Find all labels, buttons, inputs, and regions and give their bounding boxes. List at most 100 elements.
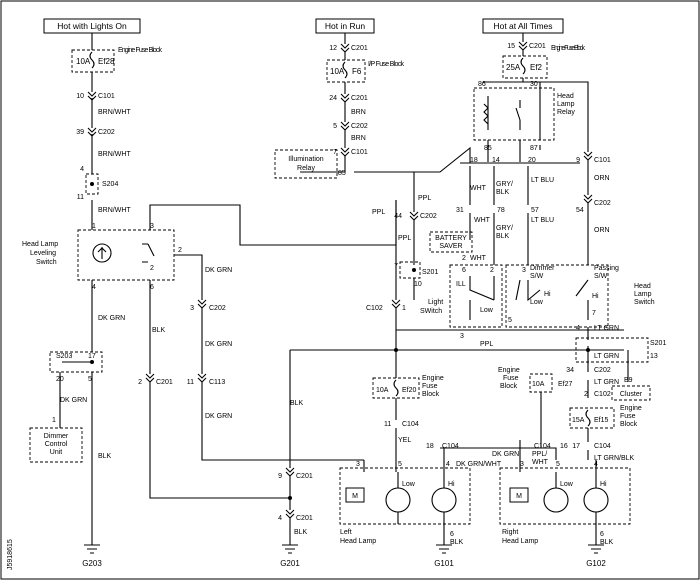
- dimmer-hi: Hi: [544, 291, 551, 298]
- pin-18: 18: [470, 157, 478, 164]
- pin-14: 14: [492, 157, 500, 164]
- splice-s203: [49, 351, 103, 373]
- right-lamp-motor-label: M: [516, 493, 522, 500]
- header-run: Hot in Run: [315, 18, 375, 34]
- head-lamp-switch-box: [505, 264, 609, 328]
- wire-dk-grn-low: [201, 382, 364, 461]
- wire-dk-grn-3: DK GRN: [205, 413, 232, 420]
- left-lamp-motor: [345, 487, 365, 503]
- ground-g203-symbol: [84, 544, 100, 554]
- ground-g101-symbol: [436, 544, 452, 554]
- connector-c201-g201b-label: C201: [296, 515, 313, 522]
- splice-s203-label: S203: [56, 353, 72, 360]
- pin-5-rhl: 5: [556, 461, 560, 468]
- fuse-ef28-amp: 10A: [76, 57, 91, 66]
- pin-30: 30: [530, 81, 538, 88]
- pin-11-c104: 11: [384, 421, 391, 428]
- ground-g102-symbol: [588, 544, 604, 554]
- pin-3-ls: 3: [460, 333, 464, 340]
- fuse-ef28-name: Engine Fuse Block: [118, 47, 163, 54]
- ground-g102-label: G102: [586, 559, 606, 568]
- pin-86: 86: [478, 81, 486, 88]
- connector-c202-center-label: C202: [420, 213, 437, 220]
- head-lamp-relay: [473, 87, 555, 141]
- relay-contact: [515, 100, 521, 130]
- pin-2-ls: 2: [490, 267, 494, 274]
- footer-code: J5918615: [7, 539, 14, 570]
- wire-wht-1: WHT: [470, 185, 487, 192]
- splice-s201-mid: [399, 261, 421, 279]
- connector-c101-left: [87, 91, 97, 101]
- connector-c201-run2: [340, 93, 350, 103]
- connector-c104-mid2-label: C104: [534, 443, 551, 450]
- connector-c201-run2-label: C201: [351, 95, 368, 102]
- pin-10-s201: 10: [414, 281, 422, 288]
- wire-brn-1: BRN: [351, 109, 366, 116]
- splice-s204: [85, 173, 99, 195]
- wire-dk-grn-route: [174, 254, 203, 300]
- pin-6-rhl: 6: [600, 531, 604, 538]
- pin-6-ls: 6: [462, 267, 466, 274]
- ground-g201-label: G201: [280, 559, 300, 568]
- wire-wht-2: WHT: [474, 217, 491, 224]
- connector-c102-right-label: C102: [594, 391, 611, 398]
- wire-blk-1: BLK: [152, 327, 166, 334]
- connector-c201-at-label: C201: [529, 43, 546, 50]
- pin-11: 11: [77, 194, 84, 201]
- fuse-ef15-amp: 15A: [572, 417, 585, 424]
- wire-lt-grn-blk: LT GRN/BLK: [594, 455, 635, 462]
- pin-85-illum: 85: [338, 170, 346, 177]
- pin-4-lvl: 4: [92, 284, 96, 291]
- wire-all-times-feed: [522, 33, 541, 150]
- wire-dk-grn-5: DK GRN: [60, 397, 87, 404]
- wire-brn-2: BRN: [351, 135, 366, 142]
- header-all-times: Hot at All Times: [482, 18, 564, 34]
- fuse-ef20-amp: 10A: [376, 387, 389, 394]
- connector-c201-lvl-label: C201: [156, 379, 173, 386]
- connector-c104-mid-label: C104: [442, 443, 459, 450]
- pin-2-inner: 2: [150, 265, 154, 272]
- pin-1: 1: [92, 223, 96, 230]
- pin-17-s203: 17: [88, 353, 96, 360]
- header-all-times-label: Hot at All Times: [493, 21, 552, 31]
- light-switch: [449, 264, 503, 328]
- connector-c113-label: C113: [209, 379, 225, 386]
- wire-dk-grn-6: DK GRN: [492, 451, 519, 458]
- fuse-ef2-amp: 25A: [506, 63, 521, 72]
- pin-2: 2: [178, 247, 182, 254]
- header-lights-on: Hot with Lights On: [43, 18, 141, 34]
- pin-10: 10: [76, 93, 84, 100]
- wire-gry-blk-2: GRY/BLK: [496, 225, 513, 240]
- pin-31: 31: [456, 207, 464, 214]
- pin-54: 54: [576, 207, 584, 214]
- pin-11-c113: 11: [187, 379, 194, 386]
- fuse-f6-amp: 10A: [330, 67, 345, 76]
- fuse-ef15-id: Ef15: [594, 417, 609, 424]
- pin-17: 17: [572, 443, 580, 450]
- relay-coil: [483, 96, 489, 130]
- connector-c202-run-label: C202: [351, 123, 368, 130]
- wire-ppl-4: PPL: [480, 341, 493, 348]
- cluster-label: Cluster: [620, 391, 643, 398]
- dimmer-low: Low: [530, 299, 544, 306]
- connector-c202-mid-label: C202: [209, 305, 226, 312]
- splice-s201-mid-label: S201: [422, 269, 438, 276]
- wire-blk-3: BLK: [290, 400, 304, 407]
- fuse-ef20: [372, 377, 420, 399]
- pin-3-hls: 3: [522, 267, 526, 274]
- pin-1-c102: 1: [402, 305, 406, 312]
- pin-2-c102: 2: [584, 391, 588, 398]
- pin-4-ltgrn: 4: [576, 325, 580, 332]
- wire-dk-grn-wht: DK GRN/WHT: [456, 461, 502, 468]
- cluster: [611, 385, 651, 401]
- splice-s204-label: S204: [102, 181, 118, 188]
- wire-wht-3: WHT: [470, 255, 487, 262]
- fuse-ef27-amp: 10A: [532, 381, 545, 388]
